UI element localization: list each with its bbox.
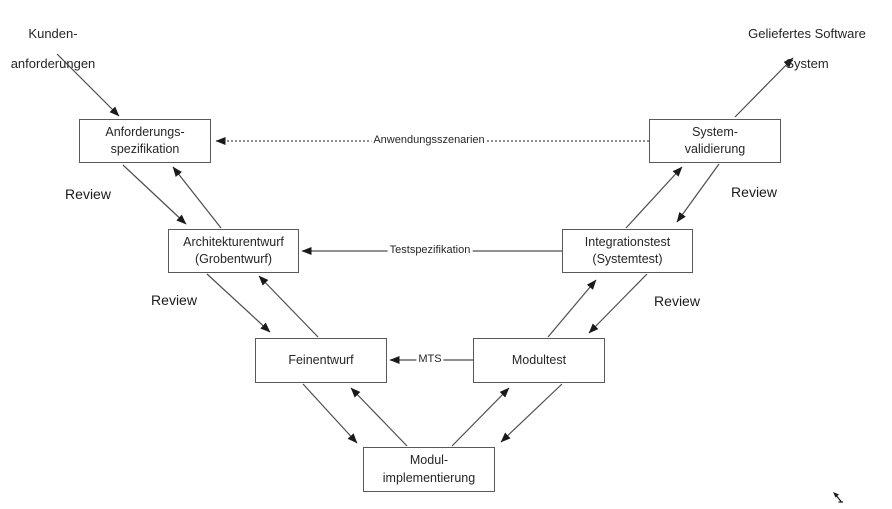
arrow-architecture-to-detailed-design xyxy=(206,273,271,333)
node-integration-test: Integrationstest (Systemtest) xyxy=(562,229,693,273)
review-arrow-module-test-to-module-implementation xyxy=(500,383,563,443)
review-label-left-upper: Review xyxy=(65,186,111,202)
node-label: Modultest xyxy=(511,352,567,367)
arrow-detailed-design-to-module-implementation xyxy=(302,383,358,444)
label-line: Kunden- xyxy=(28,26,78,41)
label-customer-requirements: Kunden- anforderungen xyxy=(1,11,105,86)
node-system-validation: System- validierung xyxy=(649,119,781,163)
node-label: (Grobentwurf) xyxy=(194,252,273,266)
node-module-test: Modultest xyxy=(473,338,605,383)
label-module-test-spec: MTS xyxy=(416,353,444,365)
label-line: System xyxy=(785,56,829,71)
arrow-system-validation-to-delivered-system xyxy=(734,57,794,118)
node-architecture-design: Architekturentwurf (Grobentwurf) xyxy=(168,229,299,273)
label-line: Geliefertes Software xyxy=(748,26,866,41)
review-arrow-architecture-to-requirements-spec xyxy=(172,166,222,229)
label-line: anforderungen xyxy=(10,56,96,71)
node-label: Feinentwurf xyxy=(288,352,354,367)
review-label-right-lower: Review xyxy=(654,293,700,309)
review-arrow-integration-test-to-module-test xyxy=(588,273,648,334)
node-label: (Systemtest) xyxy=(592,252,663,266)
review-label-left-lower: Review xyxy=(151,292,197,308)
arrow-requirements-spec-to-architecture xyxy=(122,164,187,225)
review-label-right-upper: Review xyxy=(731,184,777,200)
label-test-specification: Testspezifikation xyxy=(387,244,473,256)
node-detailed-design: Feinentwurf xyxy=(255,338,387,383)
node-label: Anforderungs- xyxy=(105,124,185,139)
review-arrow-detailed-design-to-architecture xyxy=(258,275,319,338)
arrow-module-implementation-to-module-test xyxy=(451,387,510,447)
node-module-implementation: Modul- implementierung xyxy=(363,447,495,492)
mouse-cursor-icon xyxy=(833,492,843,503)
node-label: Integrationstest xyxy=(584,234,671,249)
review-arrow-system-validation-to-integration-test xyxy=(676,163,720,223)
node-label: validierung xyxy=(684,142,746,156)
node-requirements-specification: Anforderungs- spezifikation xyxy=(79,119,211,163)
arrow-module-test-to-integration-test xyxy=(547,279,597,338)
label-delivered-system: Geliefertes Software System xyxy=(737,11,877,86)
arrow-customer-requirements-to-requirements-spec xyxy=(56,53,120,117)
node-label: Modul- xyxy=(409,453,449,467)
node-label: spezifikation xyxy=(110,142,180,156)
node-label: System- xyxy=(692,124,738,139)
node-label: implementierung xyxy=(382,470,476,485)
arrow-integration-test-to-system-validation xyxy=(625,166,683,229)
node-label: Architekturentwurf xyxy=(183,234,284,249)
label-application-scenarios: Anwendungsszenarien xyxy=(371,134,487,146)
review-arrow-module-implementation-to-detailed-design xyxy=(350,387,408,447)
